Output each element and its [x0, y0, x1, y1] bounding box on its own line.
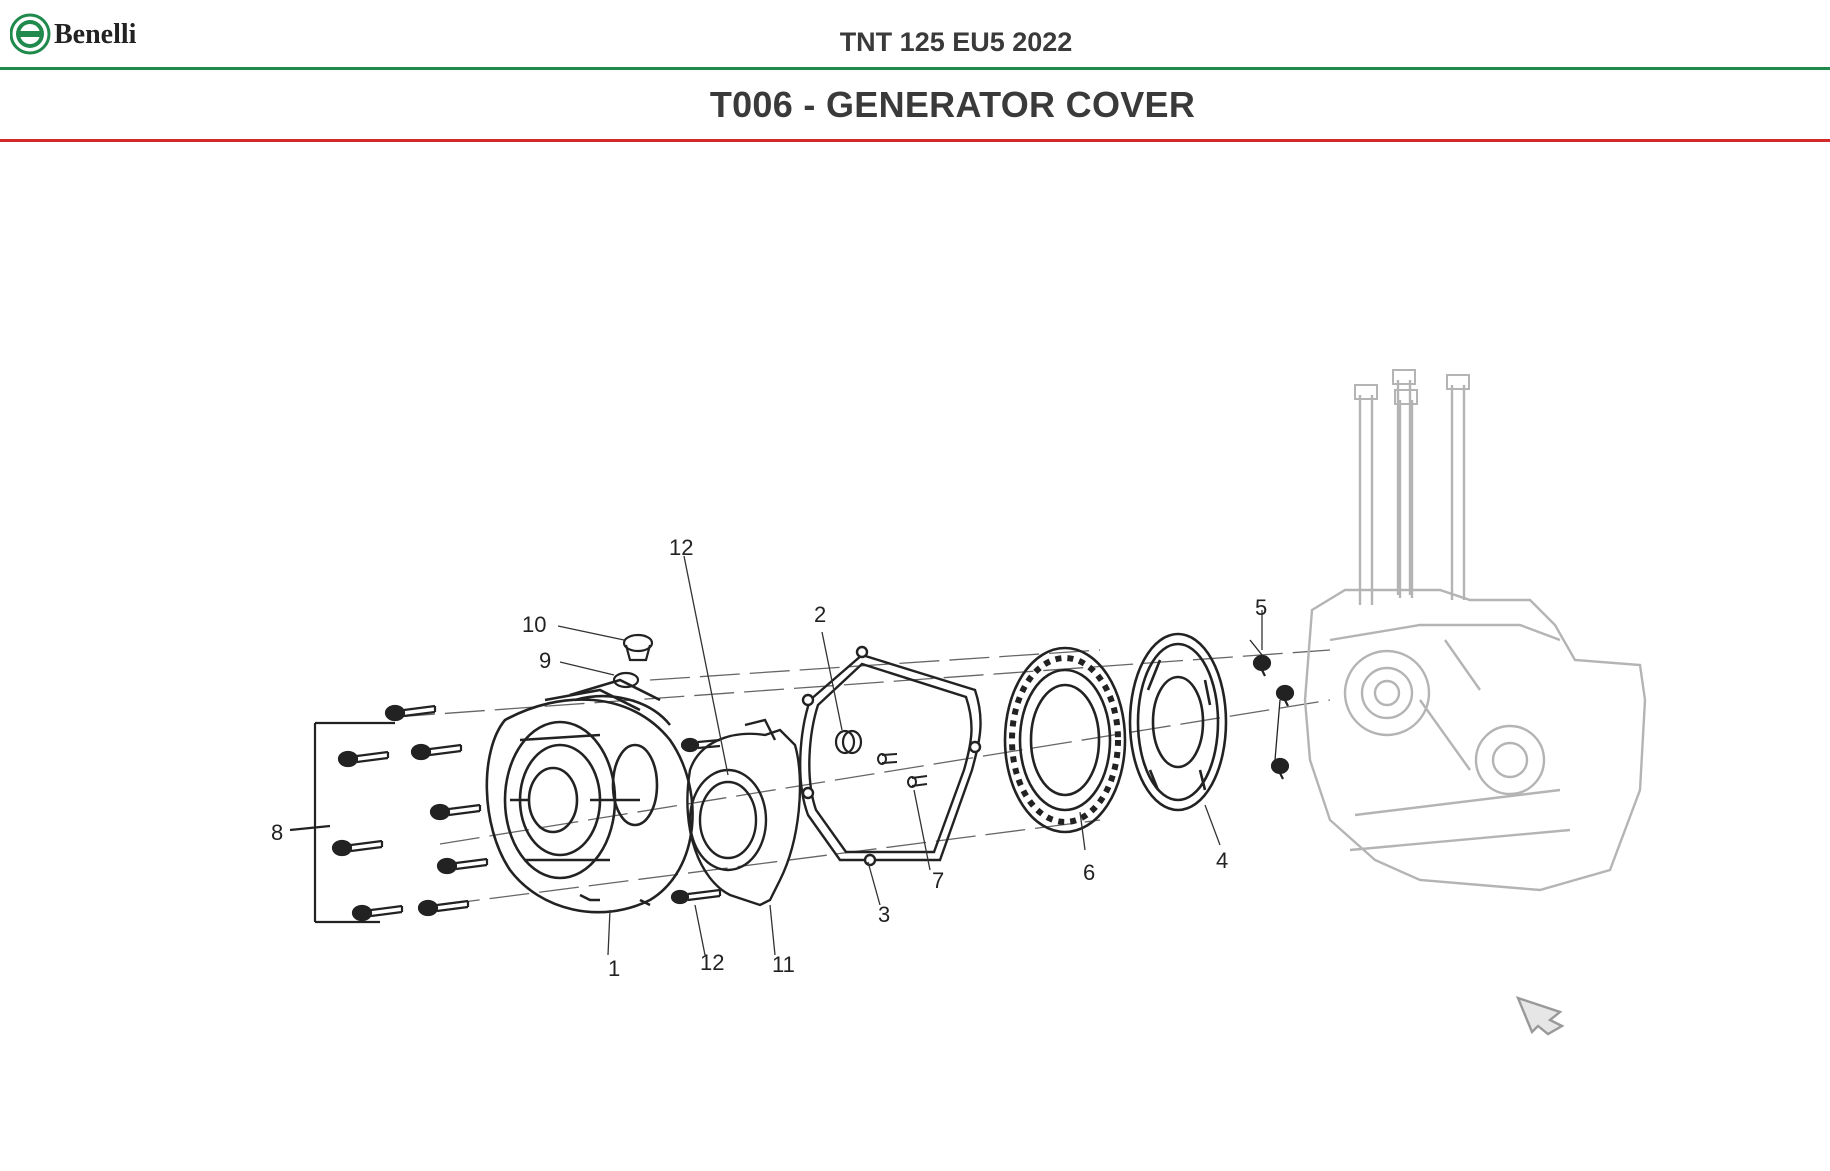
page-header: Benelli TNT 125 EU5 2022 — [0, 0, 1830, 68]
header-divider-red — [0, 139, 1830, 142]
model-title: TNT 125 EU5 2022 — [839, 27, 1073, 57]
direction-arrow-icon — [1515, 996, 1565, 1036]
leader-lines — [557, 555, 1263, 956]
part-1-generator-cover — [485, 678, 694, 914]
callout-11: 11 — [772, 952, 795, 977]
part-12-bolts — [670, 737, 722, 905]
callout-4: 4 — [1216, 848, 1228, 873]
header-divider-green — [0, 67, 1830, 70]
callout-9: 9 — [539, 648, 551, 673]
callout-5: 5 — [1255, 595, 1267, 620]
callout-1: 1 — [608, 956, 620, 981]
callout-12-bottom: 12 — [700, 950, 724, 975]
part-4-plate — [1128, 632, 1228, 812]
part-11-inner-cover — [686, 718, 802, 907]
crankcase — [1303, 369, 1647, 892]
callout-labels: 1 2 3 4 5 6 7 8 9 10 11 12 12 — [271, 535, 1267, 981]
part-2-dowel — [834, 729, 863, 755]
callout-10: 10 — [522, 612, 546, 637]
part-6-stator — [1003, 646, 1127, 834]
guide-lines — [394, 649, 1331, 906]
benelli-logo: Benelli — [10, 13, 137, 55]
callout-8: 8 — [271, 820, 283, 845]
callout-3: 3 — [878, 902, 890, 927]
callout-2: 2 — [814, 602, 826, 627]
exploded-parts-diagram: 1 2 3 4 5 6 7 8 9 10 11 12 12 — [271, 369, 1647, 1036]
bolts-group-8 — [289, 704, 489, 924]
svg-text:Benelli: Benelli — [54, 19, 137, 50]
section-title: T006 - GENERATOR COVER — [709, 84, 1196, 125]
part-3-gasket — [799, 645, 982, 867]
part-9-oring — [612, 671, 640, 689]
part-10-plug — [622, 633, 654, 662]
callout-6: 6 — [1083, 860, 1095, 885]
part-7-pins — [877, 753, 928, 788]
callout-7: 7 — [932, 868, 944, 893]
callout-12-top: 12 — [669, 535, 693, 560]
part-5-bolts — [1249, 639, 1295, 780]
